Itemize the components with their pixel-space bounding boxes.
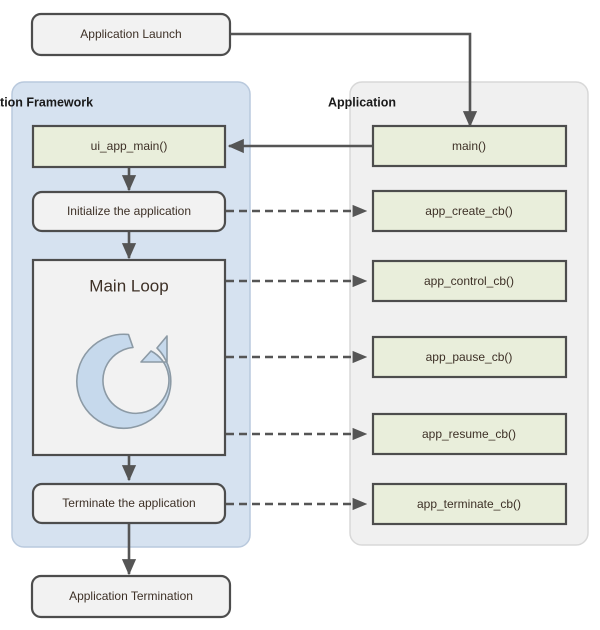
node-initialize-application[interactable]: Initialize the application [31,190,227,233]
node-app-terminate-cb[interactable]: app_terminate_cb() [371,482,568,526]
node-main[interactable]: main() [371,124,568,168]
node-app-resume-cb[interactable]: app_resume_cb() [371,412,568,456]
panel-application-title: Application [328,95,396,109]
node-ui-app-main[interactable]: ui_app_main() [31,124,227,169]
node-terminate-application-label: Terminate the application [62,496,195,510]
node-main-loop[interactable]: Main Loop [31,258,227,457]
node-application-termination[interactable]: Application Termination [30,574,232,619]
node-main-loop-label: Main Loop [89,276,168,295]
node-app-create-cb-label: app_create_cb() [425,204,512,218]
node-ui-app-main-label: ui_app_main() [91,139,168,153]
node-app-resume-cb-label: app_resume_cb() [422,427,516,441]
node-application-termination-label: Application Termination [69,589,193,603]
connectors-dashed [226,204,368,511]
node-app-control-cb-label: app_control_cb() [424,274,514,288]
node-terminate-application[interactable]: Terminate the application [31,482,227,525]
node-main-label: main() [452,139,486,153]
node-application-launch[interactable]: Application Launch [30,12,232,57]
connector-launch-to-main [230,32,478,128]
panel-framework-title: Application Framework [0,95,93,109]
node-app-create-cb[interactable]: app_create_cb() [371,189,568,233]
connectors-solid [121,32,478,576]
node-initialize-application-label: Initialize the application [67,204,191,218]
node-app-pause-cb-label: app_pause_cb() [426,350,513,364]
circular-refresh-icon [75,333,172,430]
node-app-terminate-cb-label: app_terminate_cb() [417,497,521,511]
node-app-control-cb[interactable]: app_control_cb() [371,259,568,303]
node-application-launch-label: Application Launch [80,27,181,41]
node-app-pause-cb[interactable]: app_pause_cb() [371,335,568,379]
